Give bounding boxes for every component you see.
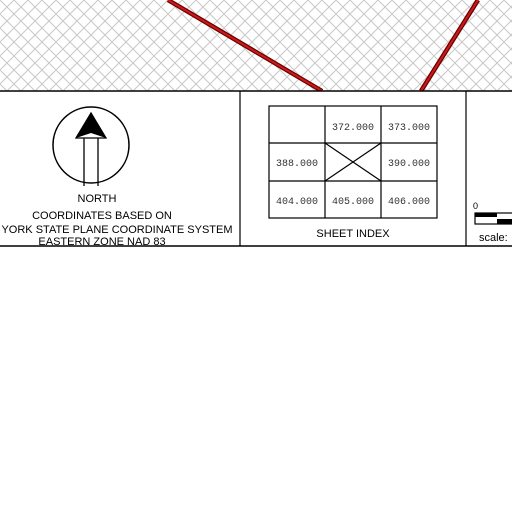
sheet-cell-3-2[interactable]: 405.000 — [332, 197, 374, 208]
north-arrow-shaft — [83, 138, 99, 186]
coordinates-line-3: EASTERN ZONE NAD 83 — [38, 236, 165, 248]
sheet-cell-3-3[interactable]: 406.000 — [388, 197, 430, 208]
current-sheet-cross-b — [324, 142, 382, 182]
sheet-cell-1-2[interactable]: 372.000 — [332, 123, 374, 134]
boundary-line-right-inner — [420, 0, 479, 92]
north-arrow-head-right — [91, 113, 106, 138]
sheet-index-grid — [268, 105, 438, 219]
title-block — [0, 91, 512, 246]
sheet-cell-2-1[interactable]: 388.000 — [276, 159, 318, 170]
north-arrow — [52, 106, 130, 186]
sheet-cell-3-1[interactable]: 404.000 — [276, 197, 318, 208]
scale-zero-label: 0 — [473, 201, 478, 211]
boundary-line-left-inner — [167, 0, 323, 92]
north-label: NORTH — [78, 193, 117, 205]
map-hatched-area — [0, 0, 512, 91]
sheet-cell-2-3[interactable]: 390.000 — [388, 159, 430, 170]
sheet-cell-1-3[interactable]: 373.000 — [388, 123, 430, 134]
north-arrow-circle — [52, 106, 130, 184]
scale-label: scale: — [479, 232, 508, 244]
scale-bar — [474, 212, 512, 225]
north-arrow-head — [76, 113, 91, 138]
coordinates-line-1: COORDINATES BASED ON — [32, 210, 172, 222]
coordinates-line-2: YORK STATE PLANE COORDINATE SYSTEM — [1, 224, 232, 236]
sheet-index-title: SHEET INDEX — [316, 228, 390, 240]
